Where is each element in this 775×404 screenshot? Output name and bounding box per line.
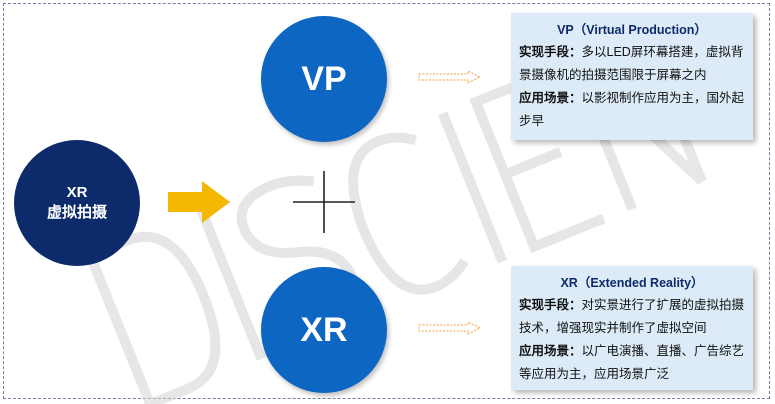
xr-application-paragraph: 应用场景：以广电演播、直播、广告综艺等应用为主，应用场景广泛 [519,340,745,386]
xr-circle-label: XR [300,310,348,349]
xr-info-box: XR（Extended Reality） 实现手段：对实景进行了扩展的虚拟拍摄技… [511,266,753,390]
xr-main-label-line2: 虚拟拍摄 [46,204,107,221]
dashed-arrow-right-icon [418,321,482,335]
vp-application-label: 应用场景： [519,91,582,105]
xr-virtual-shooting-node: XR 虚拟拍摄 [14,140,140,266]
xr-node: XR [261,267,387,393]
diagram-frame [3,3,770,399]
xr-main-label-line1: XR [66,184,88,201]
xr-application-label: 应用场景： [519,344,582,358]
vp-box-title: VP（Virtual Production） [557,23,707,37]
xr-method-paragraph: 实现手段：对实景进行了扩展的虚拟拍摄技术，增强现实并制作了虚拟空间 [519,294,745,340]
vp-circle-label: VP [301,59,347,98]
xr-box-title: XR（Extended Reality） [560,276,704,290]
vp-info-box: VP（Virtual Production） 实现手段：多以LED屏环幕搭建，虚… [511,13,753,140]
dashed-arrow-right-icon [418,70,482,84]
vp-node: VP [261,16,387,142]
vp-method-text: 多以LED屏环幕搭建，虚拟背景摄像机的拍摄范围限于屏幕之内 [519,45,744,82]
xr-application-text: 以广电演播、直播、广告综艺等应用为主，应用场景广泛 [519,344,745,381]
vp-application-paragraph: 应用场景：以影视制作应用为主，国外起步早 [519,87,745,133]
xr-method-text: 对实景进行了扩展的虚拟拍摄技术，增强现实并制作了虚拟空间 [519,298,745,335]
vp-method-paragraph: 实现手段：多以LED屏环幕搭建，虚拟背景摄像机的拍摄范围限于屏幕之内 [519,41,745,87]
plus-icon [293,171,355,233]
xr-method-label: 实现手段： [519,298,582,312]
vp-application-text: 以影视制作应用为主，国外起步早 [519,91,745,128]
vp-method-label: 实现手段： [519,45,582,59]
arrow-right-icon [168,181,230,223]
